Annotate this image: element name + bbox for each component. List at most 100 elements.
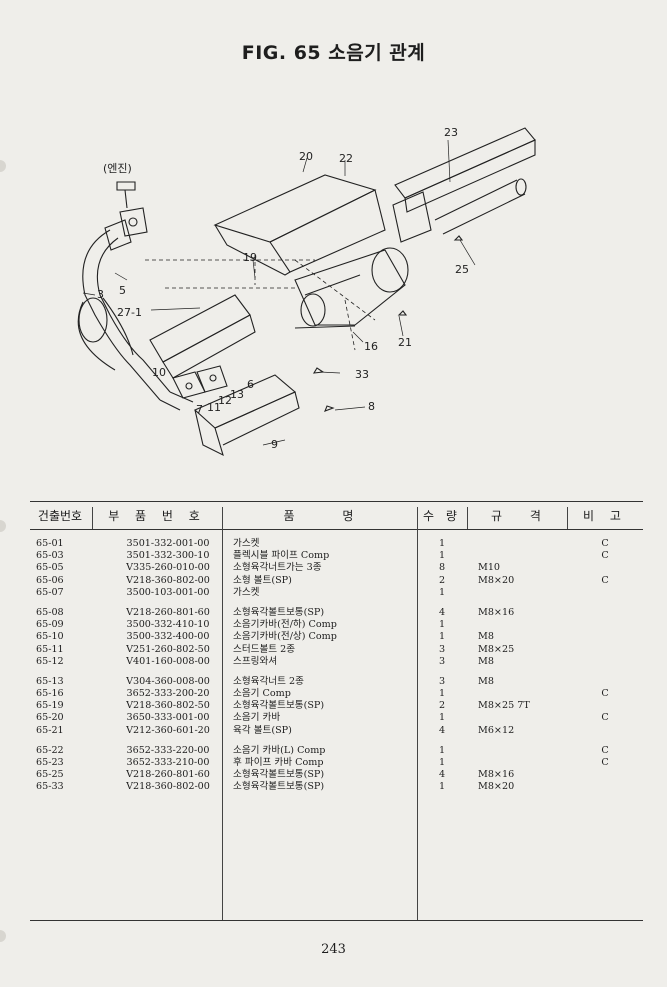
- cell-no: 65-22: [36, 744, 64, 756]
- header-part: 부 품 번 호: [108, 509, 206, 523]
- svg-text:10: 10: [152, 366, 166, 379]
- svg-text:11: 11: [207, 401, 221, 414]
- cell-qty: 4: [438, 724, 446, 736]
- cell-spec: [478, 757, 568, 769]
- cell-name: 스터드볼트 2종: [233, 643, 296, 655]
- cell-no: 65-08: [36, 606, 64, 618]
- cell-note: [590, 781, 620, 793]
- cell-no: 65-20: [36, 712, 64, 724]
- cell-spec: M8×25: [478, 643, 515, 655]
- svg-text:6: 6: [247, 378, 254, 391]
- svg-text:27-1: 27-1: [117, 306, 142, 319]
- cell-name: 소음기 카바: [233, 712, 281, 724]
- cell-spec: M8×20: [478, 781, 515, 793]
- exploded-diagram: (엔진) 20 22 23 25 19 3 5 27-1 16 21 10 33…: [77, 126, 536, 457]
- cell-note: C: [601, 712, 609, 724]
- cell-note: C: [601, 538, 609, 549]
- cell-spec: [478, 587, 568, 599]
- table-header-rule: [30, 529, 643, 530]
- cell-note: C: [601, 757, 609, 768]
- cell-part: V218-360-802-50: [126, 700, 210, 712]
- cell-spec: M8: [478, 631, 494, 643]
- header-no: 건출번호: [37, 509, 83, 523]
- cell-name: 소음기카바(전/상) Comp: [233, 631, 337, 643]
- cell-part: 3501-332-001-00: [126, 538, 210, 549]
- cell-note: [590, 562, 620, 574]
- cell-part: 3650-333-001-00: [126, 712, 210, 724]
- cell-qty: 3: [438, 675, 446, 687]
- header-qty: 수 량: [423, 509, 461, 523]
- svg-text:3: 3: [97, 288, 104, 301]
- col-divider: [92, 507, 93, 529]
- cell-note: [590, 725, 620, 737]
- cell-qty: 1: [438, 688, 446, 700]
- header-spec: 규 격: [491, 509, 543, 523]
- table-bottom-rule: [30, 920, 643, 921]
- cell-spec: M8: [478, 655, 494, 667]
- cell-part: V251-260-802-50: [126, 643, 210, 655]
- cell-spec: [478, 712, 568, 724]
- cell-part: V218-260-801-60: [126, 606, 210, 618]
- cell-qty: 1: [438, 712, 446, 724]
- cell-no: 65-11: [36, 643, 64, 655]
- cell-qty: 1: [438, 757, 446, 768]
- table-top-rule: [30, 501, 643, 502]
- cell-no: 65-10: [36, 631, 64, 643]
- cell-spec: M8: [478, 675, 494, 687]
- cell-part: V218-260-801-60: [126, 769, 210, 781]
- cell-name: 육각 볼트(SP): [233, 724, 292, 736]
- svg-text:22: 22: [339, 152, 353, 165]
- svg-text:25: 25: [455, 263, 469, 276]
- svg-text:23: 23: [444, 126, 458, 139]
- cell-no: 65-33: [36, 781, 64, 793]
- cell-part: V304-360-008-00: [126, 675, 210, 687]
- cell-no: 65-03: [36, 550, 64, 562]
- cell-qty: 1: [438, 631, 446, 643]
- cell-no: 65-01: [36, 538, 64, 549]
- callout-numbers: 20 22 23 25 19 3 5 27-1 16 21 10 33 7 11…: [97, 126, 469, 451]
- cell-name: 소형육각너트 2종: [233, 675, 304, 687]
- cell-spec: [478, 688, 568, 700]
- cell-qty: 1: [438, 550, 446, 562]
- binder-hole: [0, 160, 6, 172]
- cell-part: 3652-333-200-20: [126, 688, 210, 700]
- cell-qty: 1: [438, 781, 446, 793]
- cell-no: 65-05: [36, 562, 64, 574]
- cell-note: [590, 619, 620, 631]
- cell-no: 65-16: [36, 688, 64, 700]
- cell-spec: [478, 538, 568, 550]
- svg-text:5: 5: [119, 284, 126, 297]
- cell-note: [590, 644, 620, 656]
- cell-no: 65-25: [36, 769, 64, 781]
- cell-spec: [478, 550, 568, 562]
- cell-qty: 3: [438, 643, 446, 655]
- cell-spec: M8×25 7T: [478, 700, 530, 712]
- cell-no: 65-07: [36, 586, 64, 598]
- cell-spec: [478, 745, 568, 757]
- cell-spec: M8×16: [478, 769, 515, 781]
- cell-no: 65-21: [36, 724, 64, 736]
- svg-text:8: 8: [368, 400, 375, 413]
- cell-note: [590, 700, 620, 712]
- cell-qty: 2: [438, 574, 446, 586]
- cell-name: 플렉시블 파이프 Comp: [233, 550, 330, 562]
- cell-note: [590, 676, 620, 688]
- cell-part: 3500-332-400-00: [126, 631, 210, 643]
- cell-note: [590, 607, 620, 619]
- cell-spec: M8×16: [478, 606, 515, 618]
- cell-name: 소형육각볼트보통(SP): [233, 769, 325, 781]
- cell-part: 3500-332-410-10: [126, 619, 210, 631]
- cell-qty: 4: [438, 606, 446, 618]
- header-note: 비 고: [583, 509, 627, 523]
- svg-text:33: 33: [355, 368, 369, 381]
- cell-qty: 8: [438, 562, 446, 574]
- cell-part: 3652-333-220-00: [126, 744, 210, 756]
- col-divider: [467, 507, 468, 529]
- cell-name: 소음기 Comp: [233, 688, 291, 700]
- cell-name: 소형육각볼트보통(SP): [233, 606, 325, 618]
